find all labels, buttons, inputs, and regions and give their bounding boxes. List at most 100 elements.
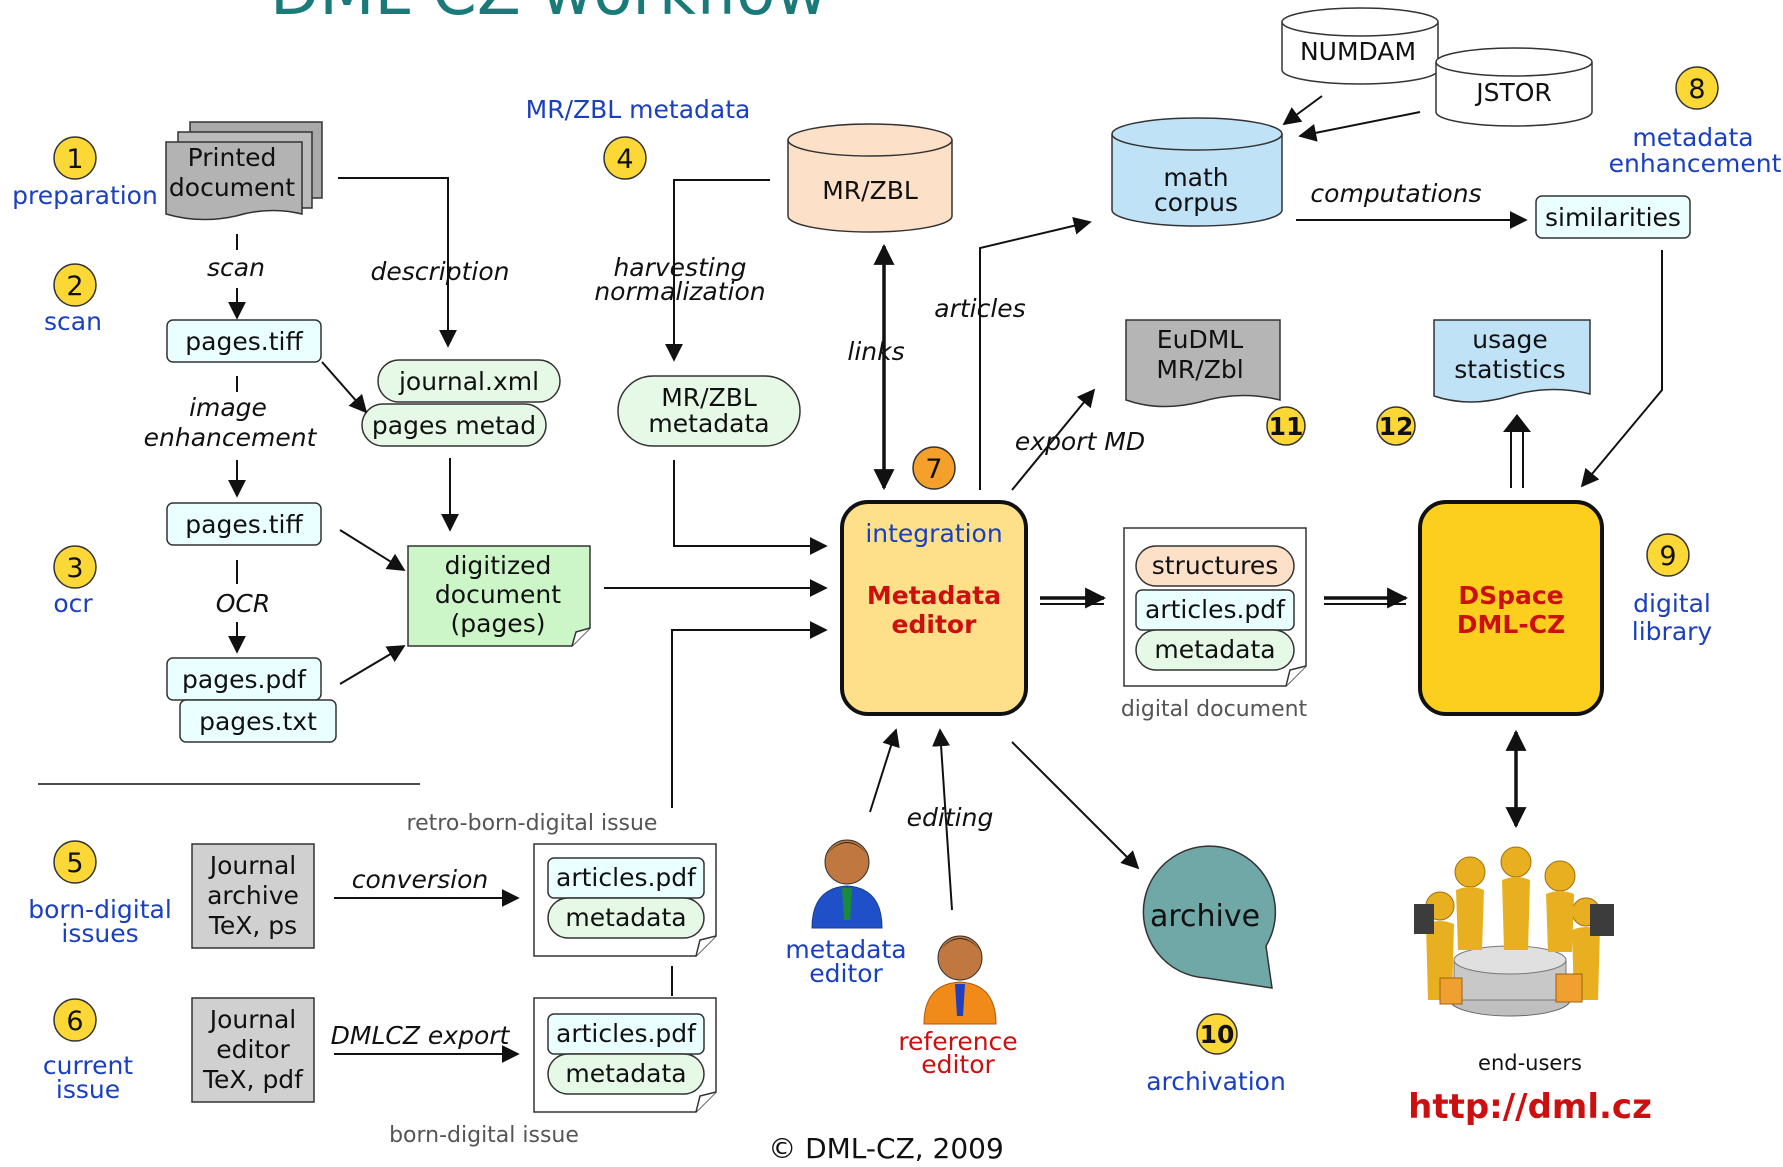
pages-tiff-node-2: pages.tiff bbox=[166, 502, 322, 546]
journal-editor-node: Journal editor TeX, pdf bbox=[191, 997, 315, 1103]
svg-text:3: 3 bbox=[66, 553, 83, 584]
mrzbl-metadata-node: MR/ZBL metadata bbox=[617, 375, 801, 447]
svg-text:editor: editor bbox=[216, 1035, 290, 1064]
edge-export-md-label: export MD bbox=[1015, 427, 1145, 456]
svg-text:archive: archive bbox=[1150, 899, 1260, 934]
svg-text:MR/ZBL: MR/ZBL bbox=[822, 176, 918, 205]
born-issue-node: articles.pdf metadata bbox=[533, 997, 717, 1113]
svg-text:DSpace: DSpace bbox=[1458, 581, 1563, 610]
edge-dmlcz-export-label: DMLCZ export bbox=[331, 1021, 511, 1050]
svg-text:journal.xml: journal.xml bbox=[398, 367, 539, 396]
step-7-badge: 7 bbox=[912, 446, 956, 490]
step-1-label: preparation bbox=[12, 181, 158, 210]
pages-txt-node: pages.txt bbox=[179, 699, 337, 743]
edge-enhancement-label: enhancement bbox=[144, 423, 318, 452]
svg-text:MR/ZBL: MR/ZBL bbox=[661, 383, 757, 412]
step-5-badge: 5 bbox=[53, 840, 97, 884]
svg-text:NUMDAM: NUMDAM bbox=[1300, 37, 1416, 66]
svg-text:pages.tiff: pages.tiff bbox=[185, 327, 303, 356]
reference-editor-person-line2: editor bbox=[921, 1050, 995, 1079]
svg-text:pages.pdf: pages.pdf bbox=[182, 665, 307, 694]
step-6-label-line2: issue bbox=[56, 1075, 120, 1104]
retro-issue-node: articles.pdf metadata bbox=[533, 843, 717, 957]
svg-text:pages.tiff: pages.tiff bbox=[185, 510, 303, 539]
end-users-icon bbox=[1414, 846, 1614, 1017]
svg-text:usage: usage bbox=[1472, 325, 1547, 354]
svg-text:pages.txt: pages.txt bbox=[199, 707, 317, 736]
step-3-badge: 3 bbox=[53, 545, 97, 589]
similarities-node: similarities bbox=[1535, 195, 1691, 239]
svg-text:4: 4 bbox=[616, 144, 633, 175]
numdam-database-node: NUMDAM bbox=[1281, 7, 1439, 85]
journal-archive-node: Journal archive TeX, ps bbox=[191, 843, 315, 949]
step-3-label: ocr bbox=[53, 589, 93, 618]
reference-editor-person-line1: reference bbox=[898, 1027, 1017, 1056]
step-11-badge: 11 bbox=[1266, 406, 1306, 446]
step-5-label-line2: issues bbox=[61, 919, 138, 948]
born-issue-metadata: metadata bbox=[565, 1059, 686, 1088]
step-9-label-line1: digital bbox=[1633, 589, 1711, 618]
svg-text:corpus: corpus bbox=[1154, 188, 1238, 217]
retro-issue-metadata: metadata bbox=[565, 903, 686, 932]
svg-text:statistics: statistics bbox=[1454, 355, 1565, 384]
eudml-mrzbl-node: EuDML MR/Zbl bbox=[1125, 319, 1281, 408]
step-8-label-line1: metadata bbox=[1632, 123, 1753, 152]
end-users-label: end-users bbox=[1478, 1051, 1582, 1075]
step-9-label-line2: library bbox=[1632, 617, 1713, 646]
svg-text:archive: archive bbox=[207, 881, 299, 910]
digital-doc-structures: structures bbox=[1152, 551, 1278, 580]
edge-description-label: description bbox=[370, 257, 509, 286]
pages-metad-node: pages metad bbox=[361, 403, 547, 447]
step-12-badge: 12 bbox=[1376, 406, 1416, 446]
step-10-label: archivation bbox=[1146, 1067, 1286, 1096]
step-2-label: scan bbox=[44, 307, 102, 336]
math-corpus-node: math corpus bbox=[1111, 117, 1283, 227]
edge-links-label: links bbox=[847, 337, 904, 366]
metadata-editor-node: integration Metadata editor bbox=[840, 500, 1028, 716]
svg-text:MR/Zbl: MR/Zbl bbox=[1156, 355, 1243, 384]
footer-copyright: © DML-CZ, 2009 bbox=[768, 1132, 1004, 1162]
born-issue-caption: born-digital issue bbox=[389, 1123, 579, 1148]
svg-text:8: 8 bbox=[1688, 74, 1705, 105]
reference-editor-person-icon bbox=[923, 935, 997, 1025]
step-5-label-line1: born-digital bbox=[28, 895, 172, 924]
edge-normalization-label: normalization bbox=[594, 277, 765, 306]
pages-pdf-node: pages.pdf bbox=[166, 657, 322, 701]
step-8-badge: 8 bbox=[1675, 66, 1719, 110]
edge-computations-label: computations bbox=[1310, 179, 1481, 208]
born-issue-articles: articles.pdf bbox=[556, 1019, 697, 1048]
editor-integration-label: integration bbox=[865, 519, 1002, 548]
digital-doc-metadata: metadata bbox=[1154, 635, 1275, 664]
svg-text:5: 5 bbox=[66, 848, 83, 879]
editor-title-line1: Metadata bbox=[867, 581, 1001, 610]
step-6-label-line1: current bbox=[43, 1051, 133, 1080]
printed-document-line2: document bbox=[169, 173, 295, 202]
edge-image-label: image bbox=[189, 393, 267, 422]
dspace-node: DSpace DML-CZ bbox=[1418, 500, 1604, 716]
svg-text:2: 2 bbox=[66, 271, 83, 302]
svg-text:TeX, pdf: TeX, pdf bbox=[202, 1065, 304, 1094]
svg-text:EuDML: EuDML bbox=[1157, 325, 1243, 354]
dml-url-link[interactable]: http://dml.cz bbox=[1408, 1087, 1652, 1127]
svg-text:6: 6 bbox=[66, 1006, 83, 1037]
diagram-title: DML-CZ workflow bbox=[270, 0, 828, 30]
svg-text:Journal: Journal bbox=[208, 1005, 296, 1034]
svg-text:10: 10 bbox=[1200, 1020, 1235, 1049]
svg-text:Journal: Journal bbox=[208, 851, 296, 880]
mrzbl-database-node: MR/ZBL bbox=[787, 123, 953, 233]
step-1-badge: 1 bbox=[53, 136, 97, 180]
digital-document-node: structures articles.pdf metadata bbox=[1123, 527, 1307, 687]
svg-text:11: 11 bbox=[1269, 412, 1304, 441]
svg-text:similarities: similarities bbox=[1545, 203, 1681, 232]
metadata-editor-person-line1: metadata bbox=[785, 935, 906, 964]
printed-document-node: Printed document bbox=[165, 121, 323, 221]
svg-text:12: 12 bbox=[1379, 412, 1414, 441]
edge-editing-label: editing bbox=[907, 803, 994, 832]
svg-text:math: math bbox=[1163, 163, 1228, 192]
step-8-label-line2: enhancement bbox=[1609, 149, 1782, 178]
retro-issue-articles: articles.pdf bbox=[556, 863, 697, 892]
edge-ocr-label: OCR bbox=[216, 589, 271, 618]
pages-tiff-node-1: pages.tiff bbox=[166, 319, 322, 363]
